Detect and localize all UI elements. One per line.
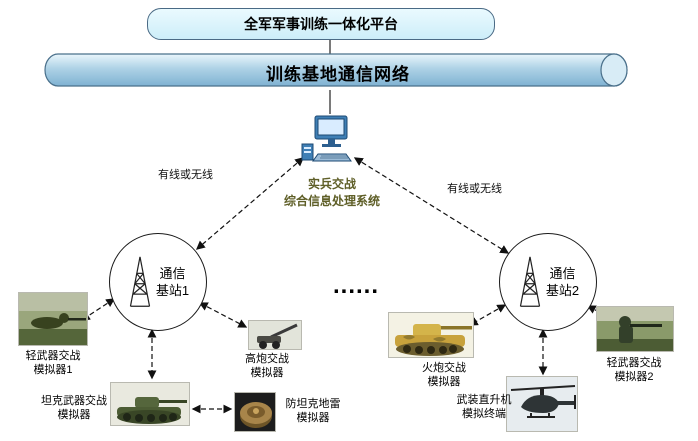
artillery-tank-photo [388, 312, 474, 358]
processor-label: 实兵交战 综合信息处理系统 [262, 176, 402, 210]
platform-title: 全军军事训练一体化平台 [244, 16, 398, 32]
antenna-tower-icon [519, 256, 541, 307]
platform-box: 全军军事训练一体化平台 [147, 8, 495, 40]
base-station-1-line1: 通信 [159, 266, 186, 281]
light-weapon-2-label: 轻武器交战 模拟器2 [592, 356, 676, 384]
light-weapon-1-line1: 轻武器交战 [25, 350, 81, 362]
link-computer-to-station2 [353, 157, 510, 254]
link-label-left: 有线或无线 [158, 169, 213, 181]
bus-title: 训练基地通信网络 [266, 65, 410, 84]
light-weapon-2-line1: 轻武器交战 [606, 357, 662, 369]
antenna-tower-icon [129, 256, 151, 307]
artillery-line1: 火炮交战 [422, 362, 466, 374]
base-station-1: 通信 基站1 [109, 233, 207, 331]
more-stations-ellipsis: ...... [332, 272, 379, 299]
base-station-1-label: 通信 基站1 [156, 265, 189, 299]
tank-weapon-label: 坦克武器交战 模拟器 [32, 394, 116, 422]
base-station-2-line2: 基站2 [545, 283, 580, 298]
artillery-line2: 模拟器 [427, 376, 461, 388]
anti-tank-mine-line2: 模拟器 [296, 412, 330, 424]
link-station1-to-aa-gun [198, 302, 248, 328]
base-station-2: 通信 基站2 [499, 233, 597, 331]
artillery-label: 火炮交战 模拟器 [402, 361, 486, 389]
helicopter-line1: 武装直升机 [456, 394, 512, 406]
computer-icon [300, 114, 352, 169]
light-weapon-1-line2: 模拟器1 [33, 364, 73, 376]
processor-label-line2: 综合信息处理系统 [283, 194, 380, 208]
tank-weapon-line1: 坦克武器交战 [41, 395, 107, 407]
helicopter-line2: 模拟终端 [462, 408, 506, 420]
link-station1-to-light-weapon-1 [80, 298, 116, 321]
base-station-2-line1: 通信 [549, 266, 576, 281]
tank-photo [110, 382, 190, 426]
base-station-2-label: 通信 基站2 [546, 265, 579, 299]
link-label-right: 有线或无线 [447, 183, 502, 195]
anti-tank-mine-label: 防坦克地雷 模拟器 [271, 397, 355, 425]
aa-gun-line1: 高炮交战 [245, 353, 289, 365]
tank-weapon-line2: 模拟器 [57, 409, 91, 421]
processor-label-line1: 实兵交战 [307, 177, 356, 191]
aa-gun-photo [248, 320, 302, 350]
network-bus: 训练基地通信网络 [40, 52, 636, 90]
light-weapon-2-line2: 模拟器2 [614, 371, 654, 383]
light-weapon-1-label: 轻武器交战 模拟器1 [11, 349, 95, 377]
mine-photo [234, 392, 276, 432]
soldier-photo-1 [18, 292, 88, 346]
helicopter-photo [506, 376, 578, 432]
aa-gun-label: 高炮交战 模拟器 [225, 352, 309, 380]
pipe-shape-icon [44, 53, 628, 87]
base-station-1-line2: 基站1 [155, 283, 190, 298]
link-station2-to-artillery [468, 304, 507, 326]
anti-tank-mine-line1: 防坦克地雷 [285, 398, 341, 410]
soldier-photo-2 [596, 306, 674, 352]
aa-gun-line2: 模拟器 [250, 367, 284, 379]
link-computer-to-station1 [195, 157, 305, 250]
helicopter-label: 武装直升机 模拟终端 [442, 393, 526, 421]
